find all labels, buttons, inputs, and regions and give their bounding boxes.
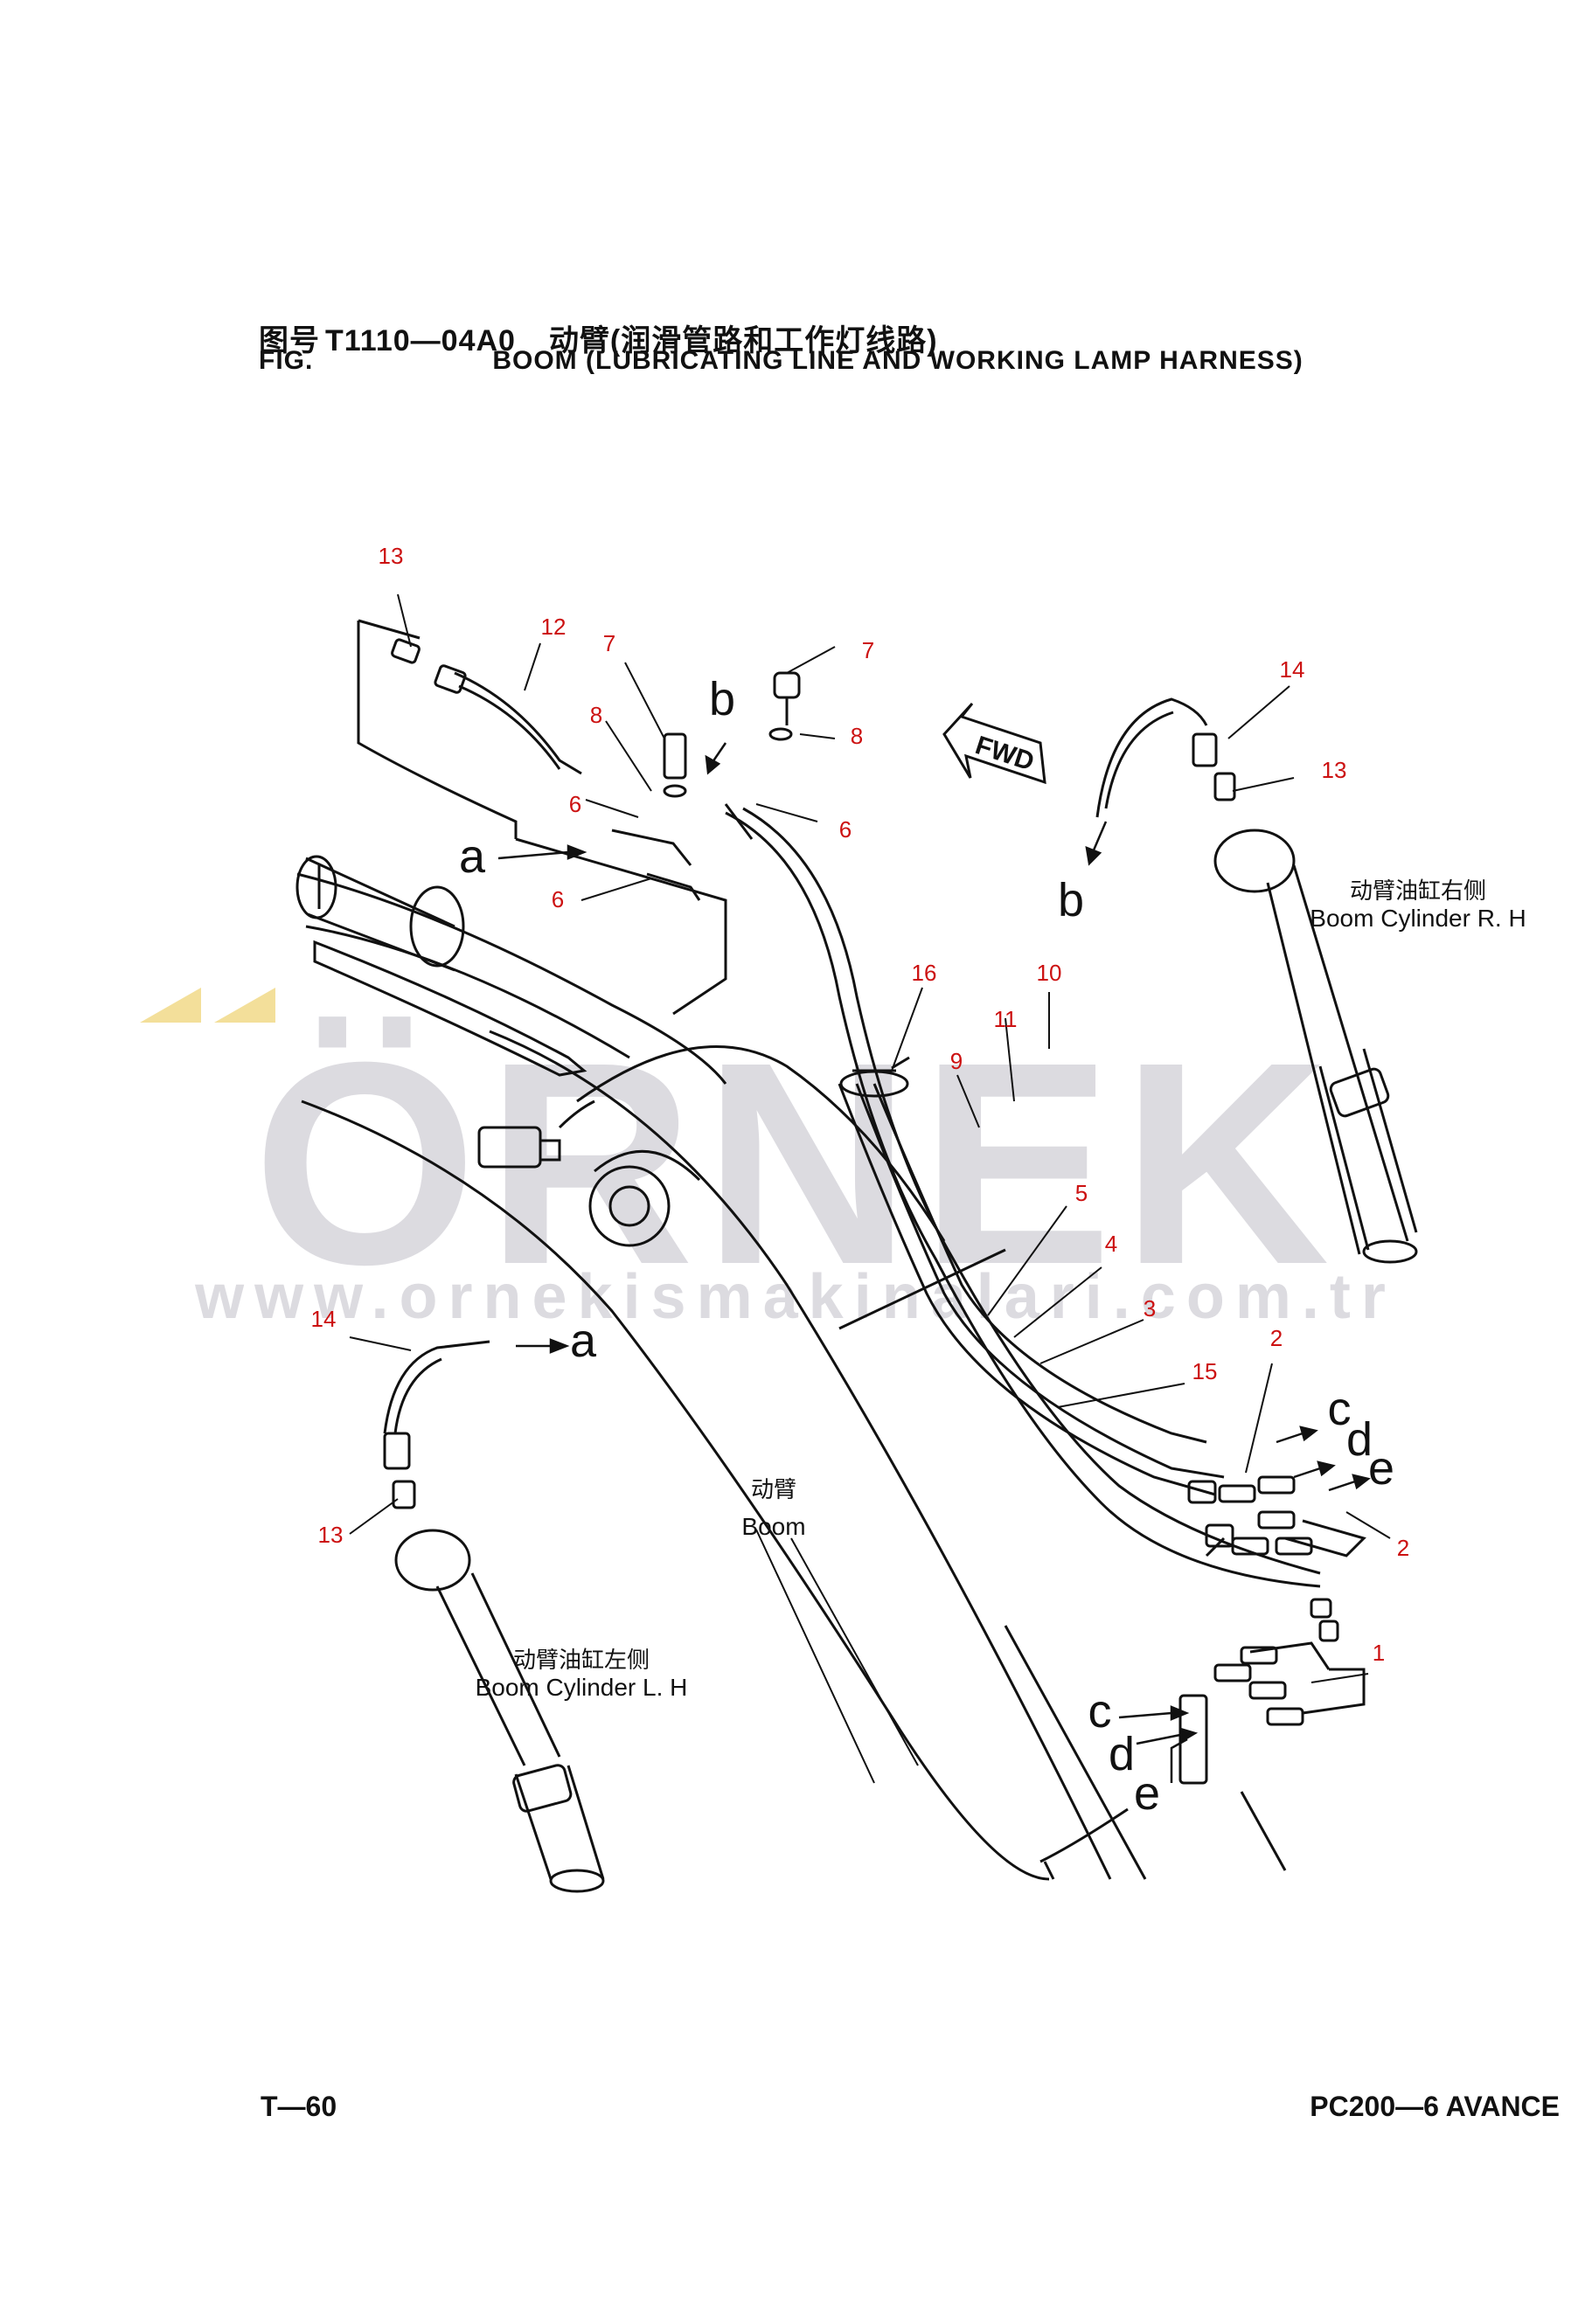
callout-13: 13 (379, 543, 404, 569)
component-labels: 动臂 Boom 动臂油缸右侧 Boom Cylinder R. H 动臂油缸左侧… (476, 878, 1526, 1701)
letter-a: a (459, 830, 486, 883)
callout-13: 13 (1322, 757, 1347, 783)
callout-1: 1 (1373, 1640, 1385, 1666)
callout-9: 9 (950, 1048, 963, 1074)
callout-8: 8 (590, 702, 602, 728)
flow-arrows (497, 742, 1371, 1783)
figure-title-en: BOOM (LUBRICATING LINE AND WORKING LAMP … (492, 346, 1303, 375)
figure-header-en: FIG. BOOM (LUBRICATING LINE AND WORKING L… (259, 346, 1303, 376)
callout-numbers: 13 12 7 8 6 7 8 6 6 16 10 11 9 5 4 3 15 … (311, 543, 1410, 1666)
callout-14: 14 (1280, 656, 1305, 683)
fwd-arrow: FWD (942, 702, 1046, 785)
callout-10: 10 (1037, 960, 1062, 986)
letter-b: b (709, 673, 735, 725)
callout-6: 6 (569, 791, 581, 817)
figure-code: T1110—04A0 (325, 324, 516, 357)
lubrication-tubes (558, 807, 1321, 1588)
cyl-rh-label-en: Boom Cylinder R. H (1310, 905, 1526, 932)
callout-13: 13 (318, 1522, 344, 1548)
callout-11: 11 (994, 1006, 1018, 1032)
boom-cylinder-rh (1095, 697, 1418, 1264)
page-number: T—60 (261, 2091, 337, 2122)
cyl-lh-label-cn: 动臂油缸左侧 (513, 1647, 650, 1673)
callout-3: 3 (1144, 1295, 1156, 1322)
callout-5: 5 (1075, 1180, 1088, 1206)
callout-7: 7 (862, 637, 874, 663)
figure-prefix-cn: 图号 (259, 324, 320, 357)
letter-c: c (1328, 1383, 1352, 1435)
leader-lines (349, 593, 1391, 1784)
callout-2: 2 (1397, 1535, 1409, 1561)
connection-letters: a b b a c d e c d e (459, 673, 1394, 1820)
cyl-lh-label-en: Boom Cylinder L. H (476, 1674, 688, 1701)
figure-prefix-en: FIG. (259, 346, 314, 375)
boom-label-cn: 动臂 (751, 1476, 796, 1502)
figure-title-cn: 动臂(润滑管路和工作灯线路) (548, 324, 938, 357)
letter-d: d (1109, 1728, 1135, 1780)
callout-12: 12 (541, 614, 567, 640)
machine-model: PC200—6 AVANCE (1310, 2091, 1560, 2122)
boom-structure (295, 619, 1287, 1881)
callout-15: 15 (1192, 1358, 1218, 1384)
cyl-rh-label-cn: 动臂油缸右侧 (1350, 878, 1486, 904)
callout-6: 6 (552, 886, 564, 912)
fittings (391, 638, 1366, 1785)
watermark: ÖRNEK www.ornekismakinalari.com.tr (140, 988, 1396, 1332)
watermark-url: www.ornekismakinalari.com.tr (194, 1262, 1396, 1332)
fwd-arrow-shape (942, 702, 1046, 785)
letter-e: e (1368, 1442, 1394, 1495)
boom-cylinder-lh (383, 1340, 605, 1893)
callout-16: 16 (912, 960, 937, 986)
letter-b: b (1058, 874, 1084, 926)
letter-c: c (1088, 1685, 1112, 1738)
callout-8: 8 (851, 723, 863, 749)
letter-a: a (570, 1315, 597, 1367)
callout-14: 14 (311, 1306, 337, 1332)
letter-d: d (1346, 1413, 1373, 1466)
callout-6: 6 (839, 816, 852, 843)
callout-4: 4 (1105, 1231, 1117, 1257)
watermark-accent-left (140, 988, 201, 1023)
watermark-accent-right (214, 988, 275, 1023)
boom-label-en: Boom (741, 1513, 805, 1540)
callout-7: 7 (603, 630, 615, 656)
callout-2: 2 (1270, 1325, 1283, 1351)
letter-e: e (1134, 1767, 1160, 1820)
